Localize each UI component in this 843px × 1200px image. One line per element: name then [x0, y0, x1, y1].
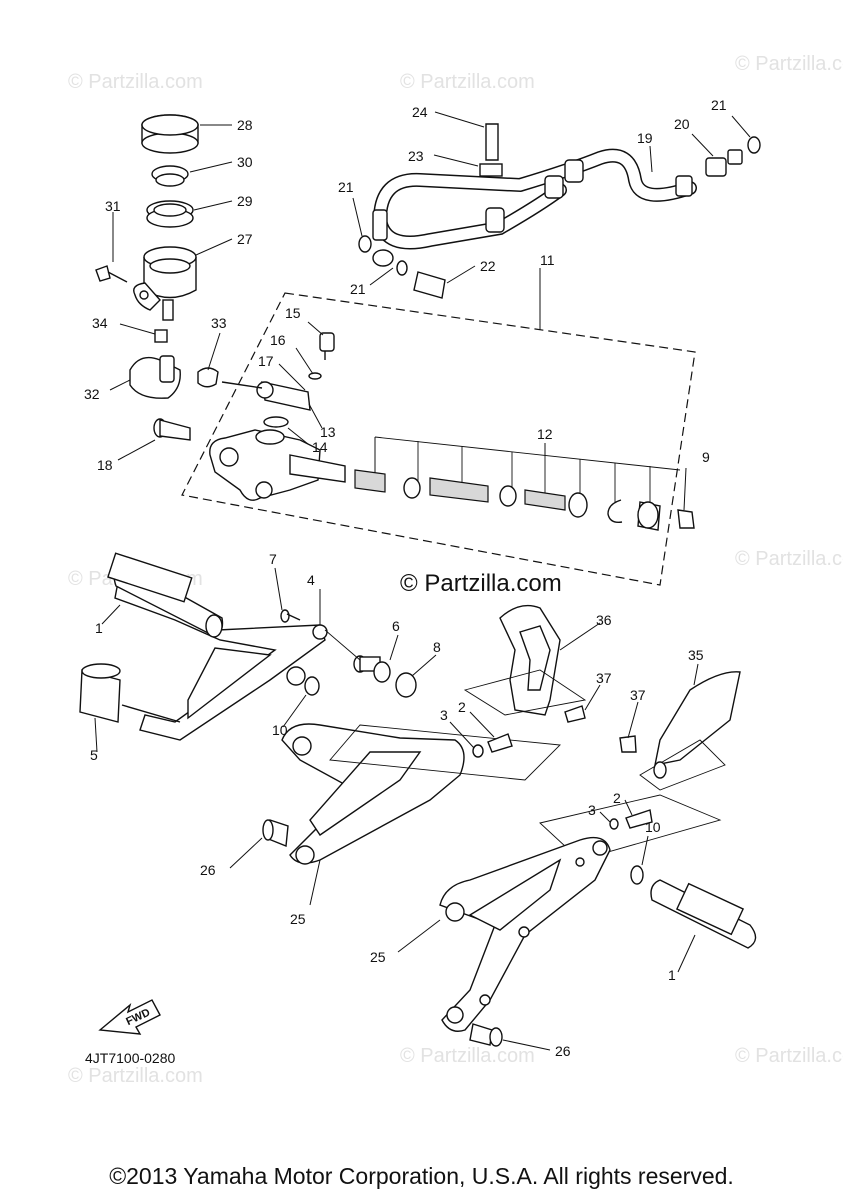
watermark: © Partzilla.com: [400, 71, 535, 93]
watermark: © Partzilla.com: [735, 1045, 843, 1067]
callout-32: 32: [84, 386, 100, 402]
callout-26b: 26: [555, 1043, 571, 1059]
callout-14: 14: [312, 439, 328, 455]
callout-4: 4: [307, 572, 315, 588]
callout-30: 30: [237, 154, 253, 170]
callout-7: 7: [269, 551, 277, 567]
callout-29: 29: [237, 193, 253, 209]
callout-25a: 25: [290, 911, 306, 927]
callout-1a: 1: [95, 620, 103, 636]
callout-26a: 26: [200, 862, 216, 878]
callout-16: 16: [270, 332, 286, 348]
callout-21c: 21: [711, 97, 727, 113]
watermark: © Partzilla.com: [68, 1065, 203, 1087]
callout-33: 33: [211, 315, 227, 331]
callout-37a: 37: [596, 670, 612, 686]
watermark: © Partzilla.com: [735, 548, 843, 570]
kit-parts: [354, 467, 695, 531]
callout-28: 28: [237, 117, 253, 133]
callout-37b: 37: [630, 687, 646, 703]
reservoir-group: [95, 114, 233, 321]
bracket-right: [397, 794, 757, 1051]
callout-2b: 2: [613, 790, 621, 806]
callout-9: 9: [702, 449, 710, 465]
fwd-arrow: FWD: [98, 999, 161, 1035]
callout-3b: 3: [588, 802, 596, 818]
callout-10a: 10: [272, 722, 288, 738]
callout-8: 8: [433, 639, 441, 655]
callout-21a: 21: [338, 179, 354, 195]
brake-pedal-group: [79, 552, 328, 753]
callout-2a: 2: [458, 699, 466, 715]
callout-13: 13: [320, 424, 336, 440]
callout-labels: 28 30 29 27 31 34 33 32 18 15 16 17 13 1…: [84, 97, 727, 1059]
watermark: © Partzilla.com: [400, 1045, 535, 1067]
callout-12: 12: [537, 426, 553, 442]
callout-35: 35: [688, 647, 704, 663]
watermark: © Partzilla.com: [735, 53, 843, 75]
callout-20: 20: [674, 116, 690, 132]
brake-hose-group: [352, 111, 761, 299]
callout-3a: 3: [440, 707, 448, 723]
heel-guard-36: [463, 604, 601, 723]
center-watermark: © Partzilla.com: [400, 570, 562, 597]
watermark: © Partzilla.com: [68, 71, 203, 93]
parts-diagram: © Partzilla.com © Partzilla.com © Partzi…: [68, 53, 843, 1087]
callout-34: 34: [92, 315, 108, 331]
bolt-18: [117, 418, 191, 461]
callout-25b: 25: [370, 949, 386, 965]
callout-15: 15: [285, 305, 301, 321]
callout-27: 27: [237, 231, 253, 247]
hose-joint-group: [221, 321, 335, 445]
callout-36: 36: [596, 612, 612, 628]
master-cylinder-body: [209, 429, 346, 501]
callout-19: 19: [637, 130, 653, 146]
callout-1b: 1: [668, 967, 676, 983]
copyright-notice: ©2013 Yamaha Motor Corporation, U.S.A. A…: [109, 1163, 734, 1189]
reservoir-hose-group: [109, 323, 221, 399]
heel-guard-35: [619, 663, 741, 791]
diagram-code: 4JT7100-0280: [85, 1050, 176, 1066]
callout-5: 5: [90, 747, 98, 763]
callout-21b: 21: [350, 281, 366, 297]
callout-10b: 10: [645, 819, 661, 835]
callout-6: 6: [392, 618, 400, 634]
callout-17: 17: [258, 353, 274, 369]
callout-24: 24: [412, 104, 428, 120]
callout-31: 31: [105, 198, 121, 214]
callout-22: 22: [480, 258, 496, 274]
callout-23: 23: [408, 148, 424, 164]
pivot-hardware: [282, 629, 437, 728]
callout-18: 18: [97, 457, 113, 473]
assembly-outline: [181, 292, 696, 586]
callout-11: 11: [540, 252, 555, 268]
bracket-left: [229, 711, 561, 906]
